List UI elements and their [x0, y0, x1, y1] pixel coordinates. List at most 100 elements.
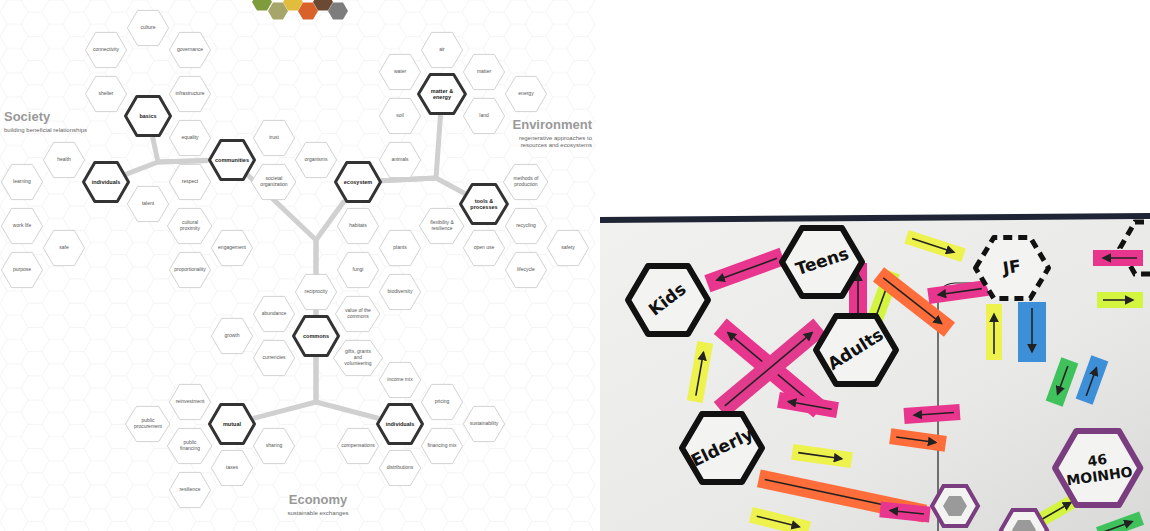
hexagon-label: energy: [518, 91, 533, 97]
hexagon-label: lifecycle: [517, 267, 535, 273]
hexagon-label: reciprocity: [305, 289, 328, 295]
sticky-paper: [904, 230, 965, 262]
sticky-note: [1096, 512, 1144, 531]
hexagon-label: respect: [182, 179, 198, 185]
concept-hexagon: open use: [463, 230, 505, 266]
place-hexagon: 46 MOINHO: [1052, 428, 1143, 508]
hexagon-shape: [169, 120, 210, 155]
hexagon-shape: [295, 142, 336, 177]
hexagon-shape: [253, 296, 294, 331]
hexagon-shape: [168, 428, 212, 463]
drawn-arrow: [788, 402, 831, 410]
sticky-note: [1046, 357, 1079, 406]
hexagon-shape: [547, 230, 588, 265]
hexagon-label: taxes: [226, 465, 238, 471]
sticky-paper: [889, 428, 947, 452]
hexagon-shape: [85, 76, 126, 111]
sticky-note: [889, 428, 947, 452]
concept-hexagon: resilience: [169, 472, 211, 508]
hexagon-label: flexibility & resilience: [425, 220, 459, 232]
concept-hexagon: biodiversity: [379, 274, 421, 310]
drawn-arrow: [1042, 503, 1071, 520]
sticky-paper: [927, 280, 989, 304]
board-photo: [600, 213, 1150, 531]
concept-hexagon: public financing: [167, 428, 212, 464]
hexagon-label: reinvestment: [176, 399, 205, 405]
category-hexagon: mutual: [208, 403, 256, 445]
hexagon-shape: [504, 164, 548, 199]
sticky-paper: [777, 392, 839, 418]
concept-hexagon: work life: [1, 208, 43, 244]
drawn-arrow: [1103, 257, 1137, 259]
concept-hexagon: financing mix: [421, 428, 463, 464]
concept-hexagon: plants: [379, 230, 421, 266]
hexagon-shape: [253, 340, 294, 375]
hexagon-label: ecosystem: [344, 179, 372, 185]
concept-hexagon: purpose: [1, 252, 43, 288]
concept-hexagon: societal organization: [251, 164, 296, 200]
section-subtitle: regenerative approaches to resources and…: [500, 135, 592, 149]
sticky-note: [904, 230, 965, 262]
hexagon-shape: [421, 384, 462, 419]
hexagon-shape: [379, 274, 420, 309]
category-hexagon: commons: [292, 315, 340, 357]
hexagon-label: distributions: [387, 465, 414, 471]
hexagon-label: gifts, grants and volunteering: [341, 349, 375, 366]
drawn-arrow: [1104, 522, 1132, 531]
sticky-note: [1093, 250, 1143, 266]
concept-hexagon: learning: [1, 164, 43, 200]
sticky-paper: [1097, 292, 1143, 308]
sticky-paper: [704, 248, 785, 292]
concept-hexagon: shelter: [85, 76, 127, 112]
hexagon-shape: [505, 208, 546, 243]
concept-hexagon: reinvestment: [169, 384, 211, 420]
hexagon-label: soil: [396, 113, 404, 119]
hexagon-label: learning: [13, 179, 31, 185]
sticky-note: [904, 404, 961, 424]
board-edge: [600, 213, 1150, 223]
hexagon-shape: [816, 316, 896, 384]
hexagon-label: organisms: [304, 157, 327, 163]
hexagon-shape: [463, 54, 504, 89]
concept-hexagon: respect: [169, 164, 211, 200]
hexagon-label: culture: [140, 25, 155, 31]
hexagon-shape: [379, 450, 420, 485]
color-hex: [328, 3, 348, 20]
hexagon-label: income mix: [387, 377, 412, 383]
category-hexagon: individuals: [376, 403, 424, 445]
concept-hexagon: trust: [253, 120, 295, 156]
sticky-note: [687, 341, 713, 403]
sticky-note: [986, 304, 1002, 360]
sticky-note: [749, 507, 811, 531]
hexagon-label: engagement: [218, 245, 246, 251]
hexagon-shape: [333, 340, 382, 375]
hexagon-shape: [127, 186, 168, 221]
drawn-arrow: [757, 516, 800, 527]
hex-grid: [0, 0, 596, 531]
sticky-note: [1018, 302, 1046, 362]
category-hexagon: tools & processes: [459, 183, 509, 225]
sticky-note: [791, 444, 853, 468]
drawn-arrow: [725, 333, 812, 406]
grey-hexagon: [1012, 520, 1036, 531]
hexagon-label: work life: [13, 223, 31, 229]
hexagon-label: habitats: [349, 223, 367, 229]
hexagon-label: growth: [224, 333, 239, 339]
category-hexagon: communities: [208, 139, 256, 181]
branch-connector: [381, 178, 465, 194]
concept-hexagon: talent: [127, 186, 169, 222]
small-purple-hexes: [932, 486, 1047, 531]
hexagon-shape: [295, 274, 336, 309]
hexagon-label: safety: [561, 245, 574, 251]
concept-hexagon: value of the commons: [335, 296, 380, 332]
concept-hexagon: sustainability: [463, 406, 505, 442]
drawn-arrow: [993, 314, 995, 354]
category-hexagon: basics: [124, 95, 172, 137]
hexagon-label: methods of production: [509, 176, 543, 188]
concept-hexagon: pricing: [421, 384, 463, 420]
hexagon-shape: [294, 317, 339, 356]
hexagon-shape: [463, 230, 504, 265]
hexagon-label: individuals: [386, 421, 415, 427]
hexagon-label: air: [439, 47, 445, 53]
sticky-note: [1076, 355, 1109, 404]
